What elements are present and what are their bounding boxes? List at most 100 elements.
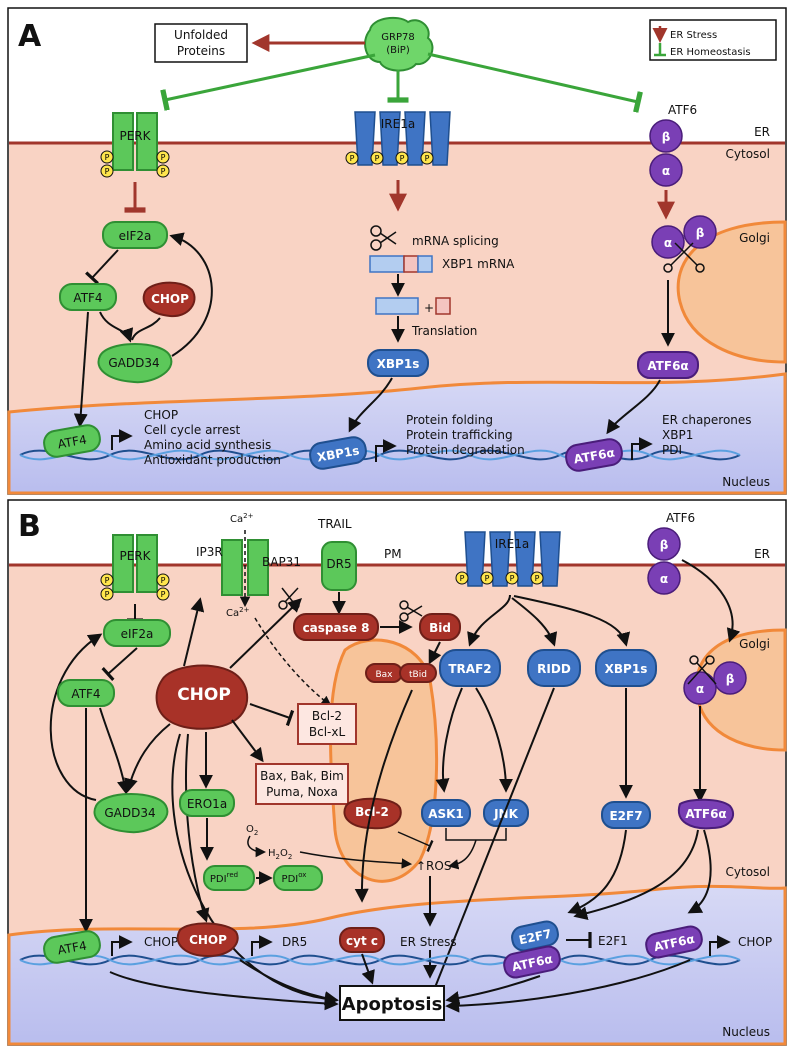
svg-text:Bcl-xL: Bcl-xL — [309, 725, 346, 739]
atf6-beta-node — [649, 119, 683, 153]
cytosol-label-a: Cytosol — [726, 147, 770, 161]
unfolded-line1: Unfolded — [174, 28, 228, 42]
bax-group-box — [255, 763, 349, 805]
atf6-alpha-golgi — [651, 225, 685, 259]
svg-text:cyt c: cyt c — [346, 934, 378, 948]
svg-text:PDIred: PDIred — [210, 871, 238, 885]
er-label-b: ER — [754, 547, 770, 561]
panel-a: A ER Stress ER Homeostasis Unfolded Prot… — [7, 7, 787, 495]
scissors-icon-bid — [399, 600, 423, 622]
svg-text:tBid: tBid — [409, 670, 427, 680]
svg-text:CHOP: CHOP — [151, 292, 189, 306]
caspase8-node — [293, 613, 379, 641]
gadd34-to-eif2a — [169, 232, 213, 357]
svg-text:P: P — [510, 574, 515, 583]
svg-text:P: P — [400, 154, 405, 163]
atf6a-nuclear-a — [565, 438, 623, 472]
apoptosis-label: Apoptosis — [342, 994, 443, 1015]
svg-text:Cell cycle arrest: Cell cycle arrest — [144, 423, 240, 437]
svg-text:XBP1s: XBP1s — [605, 662, 648, 676]
perk-receptor: P P P P — [100, 112, 170, 178]
atf4-target-b: CHOP — [144, 935, 178, 949]
scissors-icon-golgi-b — [687, 655, 717, 685]
e2f1-label: E2F1 — [598, 934, 628, 948]
xbp1s-nuclear-a — [309, 436, 367, 470]
golgi-label-b: Golgi — [739, 637, 770, 651]
svg-text:TRAF2: TRAF2 — [448, 662, 491, 676]
bip-label: (BiP) — [386, 45, 410, 56]
ridd-node — [527, 649, 581, 687]
apoptosis-box — [339, 985, 445, 1021]
svg-text:P: P — [375, 154, 380, 163]
dna-strand-b — [19, 954, 741, 966]
tbid-node — [399, 663, 437, 683]
svg-text:CHOP: CHOP — [189, 933, 227, 947]
svg-text:Protein folding: Protein folding — [406, 413, 493, 427]
pdi-red-node — [203, 865, 255, 891]
chop-target-b: DR5 — [282, 935, 307, 949]
svg-text:P: P — [105, 576, 110, 585]
svg-text:ATF6α: ATF6α — [685, 807, 726, 821]
atf4-nuclear-b — [43, 930, 101, 964]
pm-label: PM — [384, 547, 402, 561]
cytc-node — [339, 927, 385, 953]
atf6a-node-a — [637, 351, 699, 379]
svg-text:Antioxidant production: Antioxidant production — [144, 453, 281, 467]
svg-text:ERO1a: ERO1a — [187, 797, 227, 811]
ip3r-channel — [221, 539, 269, 596]
svg-text:DR5: DR5 — [326, 557, 351, 571]
translation-label: Translation — [411, 324, 477, 338]
gadd34-node-b — [93, 793, 169, 834]
svg-text:GADD34: GADD34 — [104, 806, 155, 820]
svg-text:P: P — [161, 167, 166, 176]
panel-letter-b: B — [18, 509, 41, 544]
svg-text:P: P — [460, 574, 465, 583]
svg-text:caspase 8: caspase 8 — [303, 621, 370, 635]
ire1a-receptor: P P P P — [345, 111, 451, 166]
legend-homeostasis: ER Homeostasis — [670, 47, 751, 58]
svg-text:RIDD: RIDD — [537, 662, 571, 676]
svg-text:β: β — [696, 226, 705, 240]
svg-text:P: P — [485, 574, 490, 583]
svg-text:Amino acid synthesis: Amino acid synthesis — [144, 438, 271, 452]
svg-text:CHOP: CHOP — [177, 685, 231, 705]
svg-text:P: P — [425, 154, 430, 163]
bap31-label: BAP31 — [262, 555, 301, 569]
atf6-beta-node-b — [647, 527, 681, 561]
legend-stress: ER Stress — [670, 30, 717, 41]
panel-b: B ER Golgi Cytosol Nucleus P P P P PERK … — [7, 499, 787, 1046]
svg-text:XBP1s: XBP1s — [377, 357, 420, 371]
trail-label: TRAIL — [317, 517, 352, 531]
svg-text:P: P — [161, 590, 166, 599]
svg-text:PDI: PDI — [662, 443, 682, 457]
svg-text:β: β — [660, 538, 669, 552]
svg-text:CHOP: CHOP — [144, 408, 178, 422]
unfolded-proteins-box — [154, 23, 248, 63]
ire1a-receptor-b: P P P P — [455, 531, 561, 587]
svg-text:P: P — [535, 574, 540, 583]
svg-text:α: α — [664, 236, 672, 250]
perk-label-b: PERK — [119, 549, 151, 563]
bcl2-node-mito — [343, 797, 402, 830]
ire1a-label-b: IRE1a — [495, 537, 529, 551]
traf2-node — [439, 649, 501, 687]
panel-letter-a: A — [18, 19, 42, 54]
nucleus-label-b: Nucleus — [722, 1025, 770, 1039]
svg-text:XBP1: XBP1 — [662, 428, 693, 442]
svg-text:α: α — [660, 572, 668, 586]
dr5-receptor — [321, 541, 357, 591]
jnk-node — [483, 799, 529, 827]
chop-node-b — [155, 664, 248, 730]
xbp1s-node-a — [367, 349, 429, 377]
atf6-alpha-node-b — [647, 561, 681, 595]
ca-top-label: Ca2+ — [230, 512, 254, 525]
atf6a-nuclear-b2 — [645, 925, 703, 959]
svg-text:GADD34: GADD34 — [108, 356, 159, 370]
chop-node-a — [142, 281, 196, 318]
atf6-label-b: ATF6 — [666, 511, 695, 525]
unfolded-line2: Proteins — [177, 44, 225, 58]
svg-text:P: P — [350, 154, 355, 163]
scissors-icon-golgi — [663, 242, 705, 273]
bcl2-bclxl-box — [297, 703, 357, 745]
atf6-beta-golgi — [683, 215, 717, 249]
